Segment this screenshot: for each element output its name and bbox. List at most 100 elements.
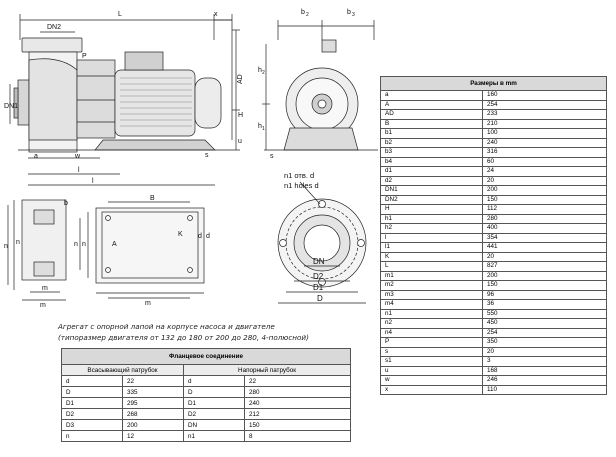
flange-cell: D1 [61, 397, 123, 409]
flange-cell: 12 [122, 430, 184, 442]
sizes-cell-value: 316 [482, 147, 607, 158]
label-holes-en: n1 holes d [284, 181, 319, 190]
label-u: u [238, 138, 242, 145]
label-dn1: DN1 [4, 103, 18, 110]
label-AD: AD [237, 74, 244, 84]
label-l: l [92, 178, 94, 185]
sizes-cell-value: 400 [482, 223, 607, 234]
sizes-cell-param: m2 [380, 280, 483, 291]
sizes-cell-value: 36 [482, 299, 607, 310]
sizes-cell-value: 210 [482, 118, 607, 129]
sizes-cell-value: 450 [482, 318, 607, 329]
label-d2: d [206, 233, 210, 240]
suction-header: Всасывающий патрубок [61, 364, 184, 376]
sizes-cell-param: A [380, 99, 483, 110]
sizes-cell-param: DN2 [380, 194, 483, 205]
sizes-cell-value: 160 [482, 90, 607, 101]
sizes-cell-param: m4 [380, 299, 483, 310]
sizes-cell-value: 550 [482, 308, 607, 319]
sizes-cell-param: P [380, 337, 483, 348]
sizes-cell-param: s1 [380, 356, 483, 367]
label-dn2: DN2 [47, 24, 61, 31]
label-m3: m [145, 300, 151, 307]
sizes-cell-param: H [380, 204, 483, 215]
sizes-cell-param: l [380, 232, 483, 243]
sizes-cell-param: w [380, 375, 483, 386]
sizes-cell-param: m3 [380, 289, 483, 300]
flange-cell: 200 [122, 419, 184, 431]
label-d1: d [198, 233, 202, 240]
label-DN: DN [313, 257, 325, 266]
sizes-table-header: Размеры в mm [380, 76, 607, 91]
flange-cell: 335 [122, 386, 184, 398]
flange-cell: DN [183, 419, 245, 431]
flange-cell: D3 [61, 419, 123, 431]
sizes-cell-param: d1 [380, 166, 483, 177]
sizes-cell-param: m1 [380, 270, 483, 281]
sizes-cell-value: 20 [482, 251, 607, 262]
sizes-cell-value: 20 [482, 175, 607, 186]
flange-cell: 8 [244, 430, 351, 442]
sizes-cell-value: 96 [482, 289, 607, 300]
sizes-cell-param: h1 [380, 213, 483, 224]
label-n4: n [82, 241, 86, 248]
sizes-cell-value: 112 [482, 204, 607, 215]
sizes-cell-value: 254 [482, 99, 607, 110]
label-l1: l [78, 167, 80, 174]
sizes-cell-param: h2 [380, 223, 483, 234]
sizes-cell-value: 110 [482, 384, 607, 395]
sizes-cell-param: n4 [380, 327, 483, 338]
label-m2: m [40, 302, 46, 309]
label-h2: h [258, 67, 262, 74]
label-b4: b [64, 200, 68, 207]
sizes-cell-param: b4 [380, 156, 483, 167]
label-H: H [238, 112, 243, 119]
flange-cell: 212 [244, 408, 351, 420]
label-P: P [82, 53, 87, 60]
sizes-cell-param: b3 [380, 147, 483, 158]
sizes-cell-value: 280 [482, 213, 607, 224]
svg-text:2: 2 [262, 70, 265, 76]
sizes-cell-value: 150 [482, 194, 607, 205]
sizes-cell-value: 200 [482, 270, 607, 281]
svg-text:3: 3 [352, 12, 355, 18]
svg-text:1: 1 [262, 126, 265, 132]
sizes-cell-value: 350 [482, 337, 607, 348]
sizes-cell-value: 354 [482, 232, 607, 243]
flange-cell: 240 [244, 397, 351, 409]
sizes-cell-param: b2 [380, 137, 483, 148]
flange-cell: D2 [61, 408, 123, 420]
sizes-cell-value: 100 [482, 128, 607, 139]
label-holes-ru: n1 отв. d [284, 171, 314, 180]
sizes-cell-value: 168 [482, 365, 607, 376]
sizes-cell-value: 246 [482, 375, 607, 386]
label-D1: D1 [313, 283, 324, 292]
sizes-cell-param: K [380, 251, 483, 262]
sizes-cell-value: 827 [482, 261, 607, 272]
sizes-cell-param: n2 [380, 318, 483, 329]
sizes-cell-param: x [380, 384, 483, 395]
sizes-cell-value: 24 [482, 166, 607, 177]
